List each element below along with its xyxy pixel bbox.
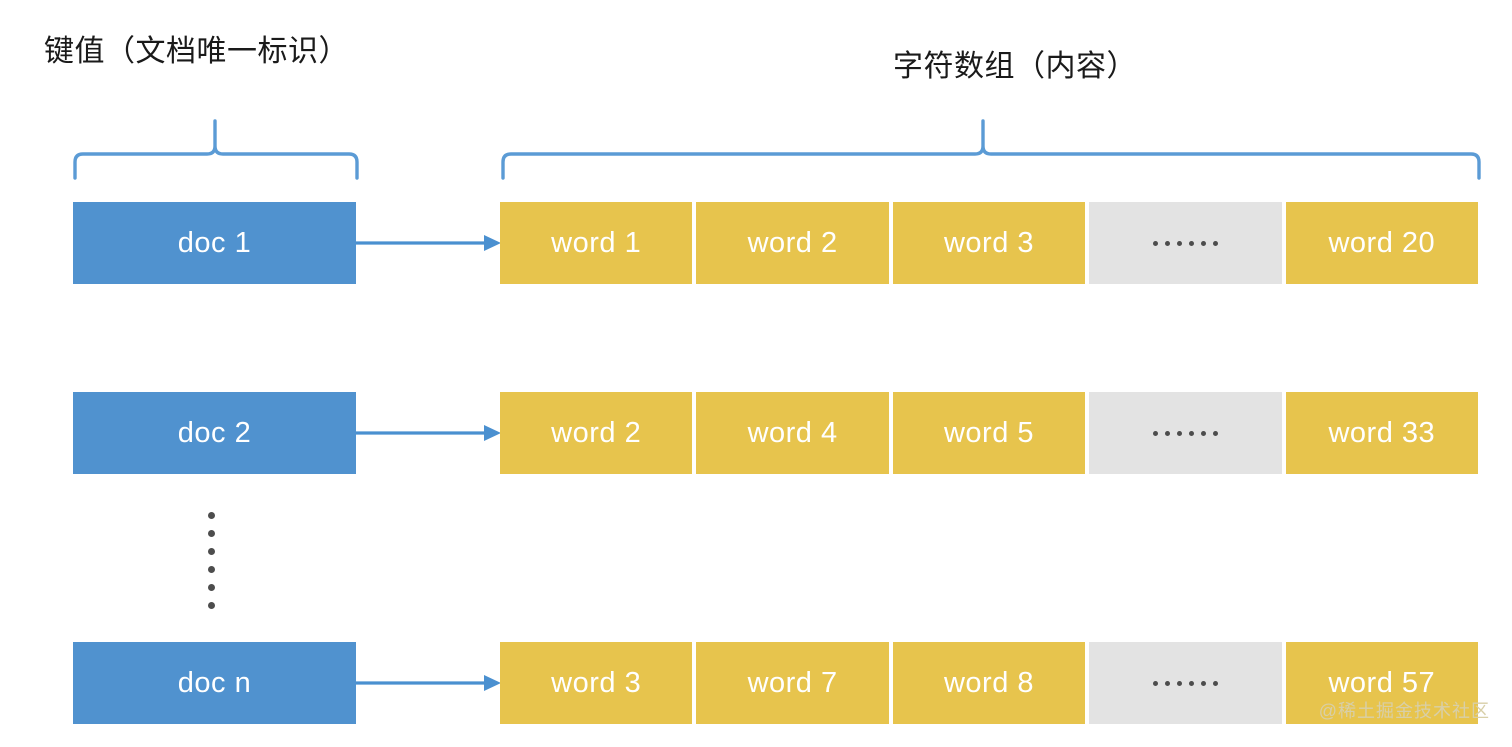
word-cell-label: word 7 — [747, 666, 838, 699]
word-cell[interactable]: word 2 — [500, 392, 693, 474]
word-cell[interactable]: word 5 — [892, 392, 1086, 474]
word-cell-ellipsis — [1089, 392, 1282, 474]
ellipsis-icon — [1152, 680, 1218, 686]
word-cell[interactable]: word 20 — [1285, 202, 1479, 284]
word-cell-label: word 8 — [943, 666, 1035, 699]
watermark: @稀土掘金技术社区 — [1318, 701, 1490, 721]
word-cell[interactable]: word 57 — [1285, 642, 1479, 724]
value-brace-icon — [501, 119, 1481, 180]
word-cell[interactable]: word 4 — [696, 392, 889, 474]
word-cell-label: word 3 — [551, 666, 642, 699]
word-cell-label: word 4 — [747, 416, 838, 449]
word-cell-label: word 20 — [1328, 226, 1436, 259]
word-cell-label: word 1 — [551, 226, 642, 259]
key-brace-icon — [73, 119, 359, 180]
key-column-label: 键值（文档唯一标识） — [44, 35, 349, 68]
doc-box-label: doc n — [177, 666, 252, 699]
word-cell-label: word 3 — [943, 226, 1035, 259]
doc-box-label: doc 1 — [177, 226, 252, 259]
ellipsis-icon — [1152, 240, 1218, 246]
word-cell[interactable]: word 3 — [892, 202, 1086, 284]
word-cell[interactable]: word 7 — [696, 642, 889, 724]
vertical-ellipsis-icon — [208, 512, 215, 609]
word-cell-label: word 33 — [1328, 416, 1436, 449]
arrow-doc-1-to-words — [356, 235, 501, 251]
value-column-label: 字符数组（内容） — [893, 50, 1137, 83]
word-cell[interactable]: word 33 — [1285, 392, 1479, 474]
word-cell-label: word 57 — [1328, 666, 1436, 699]
word-cell-ellipsis — [1089, 202, 1282, 284]
ellipsis-icon — [1152, 430, 1218, 436]
word-row-1: word 1 word 2 word 3 word 20 — [500, 202, 1479, 284]
word-cell-label: word 5 — [943, 416, 1035, 449]
word-cell-label: word 2 — [551, 416, 642, 449]
doc-box-label: doc 2 — [177, 416, 252, 449]
word-cell[interactable]: word 1 — [500, 202, 693, 284]
word-cell[interactable]: word 3 — [500, 642, 693, 724]
word-row-n: word 3 word 7 word 8 word 57 — [500, 642, 1479, 724]
word-cell-ellipsis — [1089, 642, 1282, 724]
word-cell-label: word 2 — [747, 226, 838, 259]
doc-box-n[interactable]: doc n — [73, 642, 356, 724]
word-cell[interactable]: word 2 — [696, 202, 889, 284]
doc-box-1[interactable]: doc 1 — [73, 202, 356, 284]
arrow-doc-n-to-words — [356, 675, 501, 691]
word-cell[interactable]: word 8 — [892, 642, 1086, 724]
doc-box-2[interactable]: doc 2 — [73, 392, 356, 474]
word-row-2: word 2 word 4 word 5 word 33 — [500, 392, 1479, 474]
arrow-doc-2-to-words — [356, 425, 501, 441]
